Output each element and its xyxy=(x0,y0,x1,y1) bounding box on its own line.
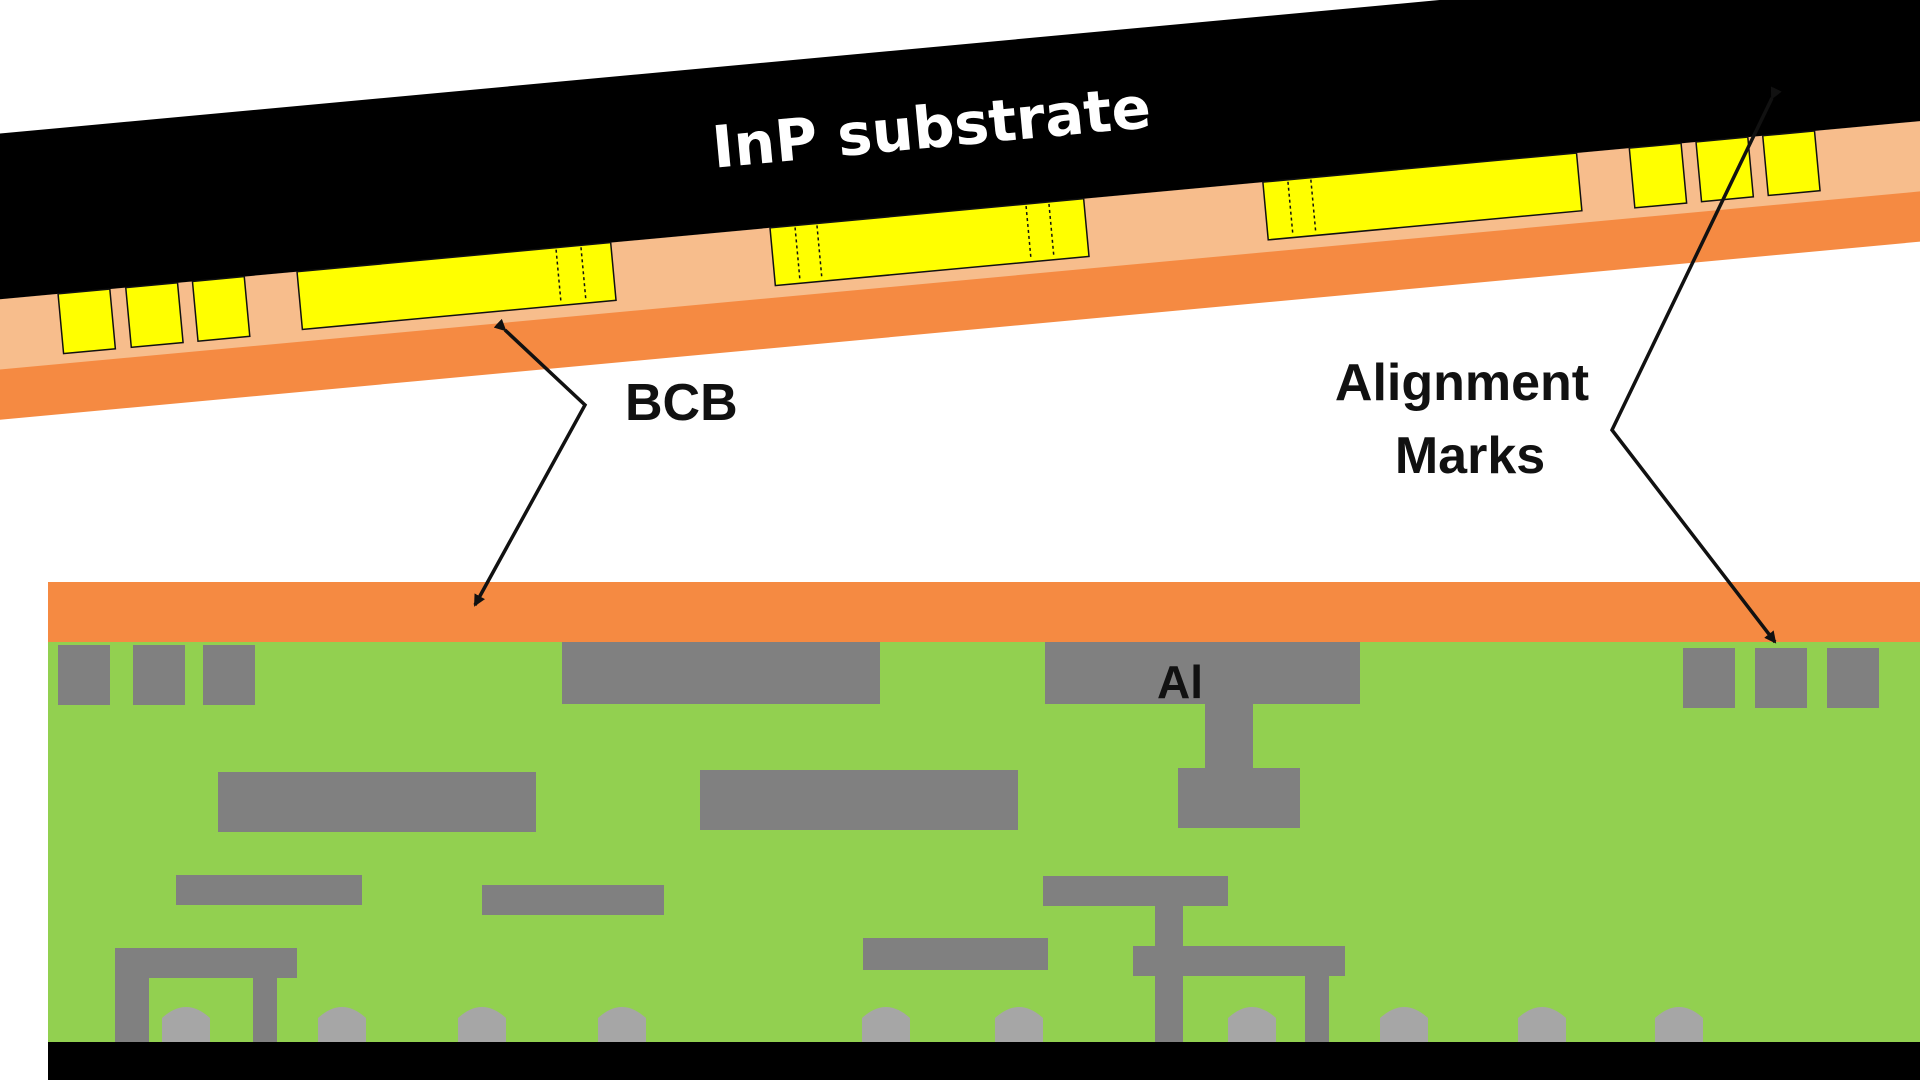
inp-substrate xyxy=(0,0,1920,301)
contact xyxy=(1518,1007,1566,1048)
wafer-metal xyxy=(863,938,1048,970)
inp-metal-pad xyxy=(296,241,617,331)
alignment-annotation: Alignment Marks xyxy=(1335,86,1782,644)
alignment-label-line1: Alignment xyxy=(1335,354,1589,412)
inp-alignment-mark xyxy=(1761,130,1821,197)
wafer-alignment-mark xyxy=(1755,648,1807,708)
contact xyxy=(1228,1007,1276,1048)
inp-alignment-mark xyxy=(124,281,184,349)
wafer-dielectric xyxy=(48,642,1920,1042)
contact xyxy=(458,1007,506,1048)
contact xyxy=(862,1007,910,1048)
wafer-metal xyxy=(218,772,536,832)
wafer-metal xyxy=(700,770,1018,830)
wafer-via xyxy=(253,970,277,1048)
contact xyxy=(598,1007,646,1048)
wafer-substrate xyxy=(48,1042,1920,1080)
wafer-via xyxy=(1205,700,1253,772)
contact xyxy=(1380,1007,1428,1048)
contact xyxy=(318,1007,366,1048)
wafer-metal xyxy=(1043,876,1228,906)
wafer-alignment-mark xyxy=(133,645,185,705)
wafer-alignment-mark xyxy=(1683,648,1735,708)
contact xyxy=(1655,1007,1703,1048)
alignment-pointer xyxy=(1609,86,1782,644)
bcb-annotation: BCB xyxy=(473,318,738,607)
inp-alignment-mark xyxy=(1628,142,1688,209)
wafer-alignment-mark xyxy=(1827,648,1879,708)
inp-metal-pad xyxy=(1262,152,1583,241)
wafer-al-pad xyxy=(1045,642,1360,704)
wafer-metal xyxy=(176,875,362,905)
inp-die: InP substrate xyxy=(0,0,1920,420)
wafer-via xyxy=(1305,970,1329,1048)
wafer-al-pad xyxy=(562,642,880,704)
wafer-alignment-mark xyxy=(203,645,255,705)
bottom-wafer: Al xyxy=(48,582,1920,1080)
alignment-label-line2: Marks xyxy=(1395,427,1545,485)
contact xyxy=(995,1007,1043,1048)
al-label: Al xyxy=(1157,656,1203,708)
bcb-pointer xyxy=(473,318,588,607)
wafer-bcb-layer xyxy=(48,582,1920,642)
wafer-alignment-mark xyxy=(58,645,110,705)
wafer-metal xyxy=(1178,768,1300,828)
wafer-metal xyxy=(482,885,664,915)
inp-alignment-mark xyxy=(1695,136,1755,203)
wafer-via xyxy=(115,970,149,1048)
wafer-contacts xyxy=(162,1007,1703,1048)
inp-metal-pad xyxy=(769,197,1090,287)
bcb-label: BCB xyxy=(625,374,738,432)
inp-alignment-mark xyxy=(57,288,117,355)
inp-alignment-mark xyxy=(191,275,251,342)
contact xyxy=(162,1007,210,1048)
